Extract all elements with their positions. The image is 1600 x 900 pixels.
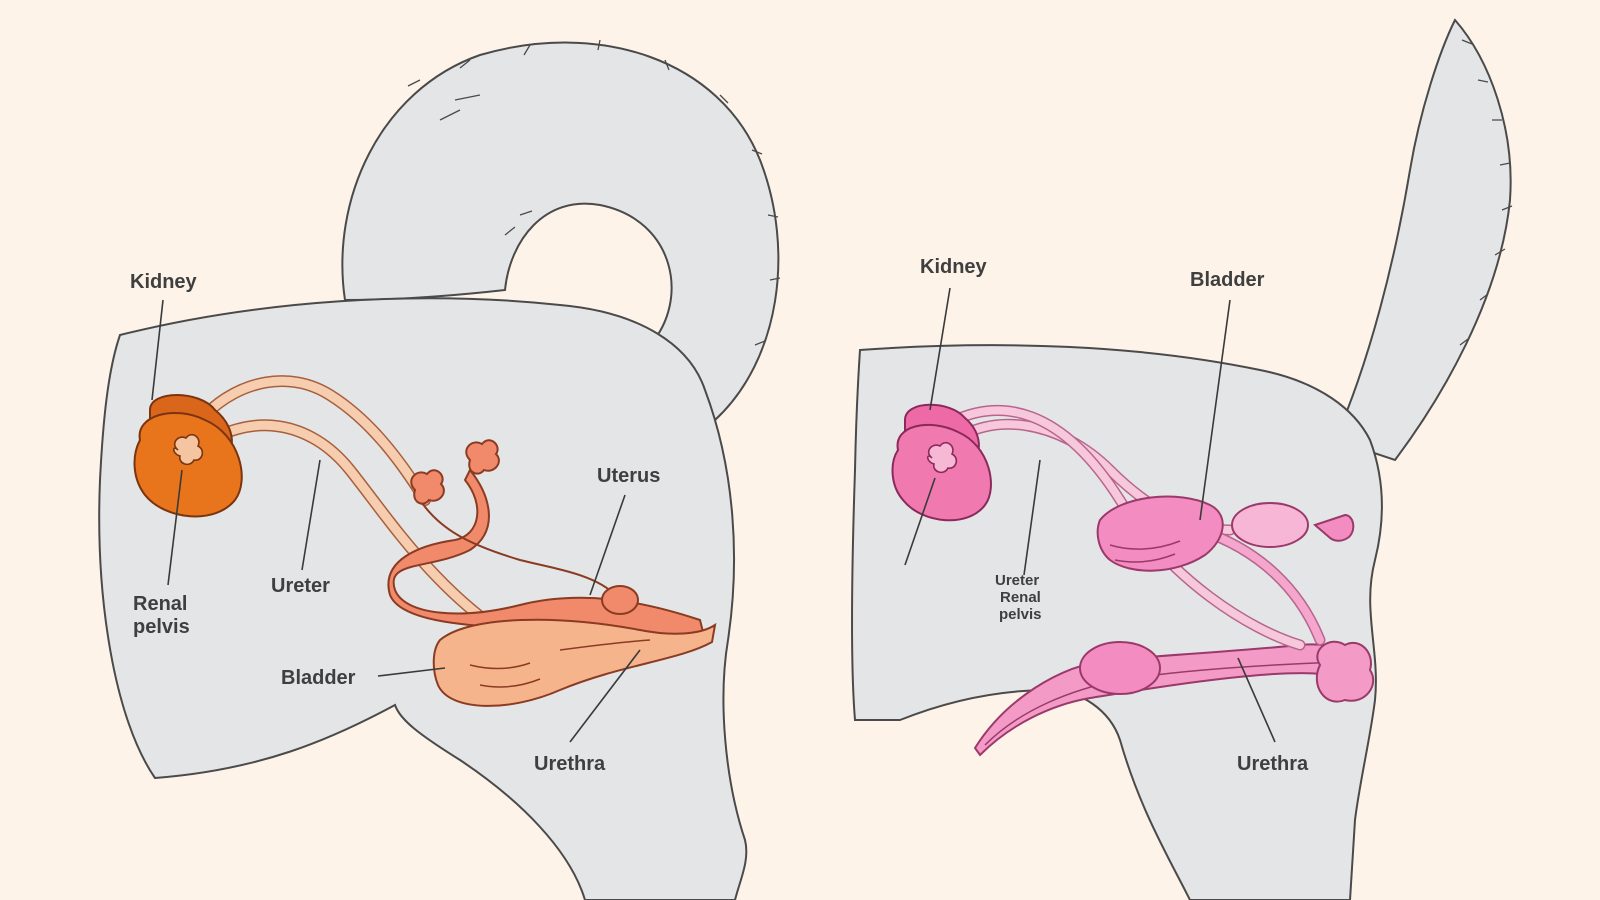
male-ureter-leader	[1023, 459, 1041, 576]
male-renal-pelvis	[926, 441, 958, 474]
male-kidney-leader	[929, 287, 951, 411]
female-bladder-label: Bladder	[281, 667, 356, 689]
male-kidney-label: Kidney	[920, 256, 988, 278]
male-dog: Kidney Bladder Ureter Renal pelvis Ureth…	[850, 18, 1513, 900]
female-renal-pelvis-label-1: Renal	[133, 593, 187, 615]
female-tail	[341, 41, 780, 422]
male-bulb	[1079, 641, 1161, 695]
male-kidney	[891, 403, 992, 522]
female-kidney-label: Kidney	[130, 271, 198, 293]
male-bladder-label: Bladder	[1190, 269, 1265, 291]
male-tail	[1333, 18, 1512, 462]
female-tail-fur	[407, 39, 781, 346]
female-uterus-label: Uterus	[597, 465, 660, 487]
female-renal-pelvis	[172, 433, 204, 466]
female-renal-pelvis-leader	[167, 469, 183, 586]
male-bladder-leader	[1199, 299, 1231, 521]
male-testes	[1315, 640, 1375, 703]
male-ureter-label: Ureter	[995, 572, 1039, 589]
male-urethra-label: Urethra	[1237, 753, 1309, 775]
female-ovary-right	[465, 439, 500, 475]
female-renal-pelvis-label-2: pelvis	[133, 616, 190, 638]
male-urethra-leader	[1237, 657, 1276, 743]
male-renal-pelvis-leader	[904, 477, 936, 566]
female-bladder-leader	[377, 667, 446, 677]
female-kidney-leader	[151, 299, 164, 401]
female-ureter-label: Ureter	[271, 575, 330, 597]
male-anus	[1313, 513, 1355, 542]
male-tail-fur	[1459, 39, 1513, 346]
female-body	[98, 297, 748, 900]
female-ureter-leader	[301, 459, 321, 571]
female-kidney	[133, 394, 243, 518]
female-ovary-left	[410, 469, 445, 505]
male-prostate	[1231, 502, 1309, 548]
male-renal-pelvis-label-2: pelvis	[999, 606, 1042, 623]
female-dog: Kidney Renal pelvis Ureter Uterus Bladde…	[98, 39, 781, 900]
female-urethra-label: Urethra	[534, 753, 606, 775]
female-bladder	[432, 618, 717, 707]
female-uterus-leader	[589, 494, 626, 596]
male-renal-pelvis-label-1: Renal	[1000, 589, 1041, 606]
male-bladder	[1096, 495, 1224, 572]
female-urethra-leader	[569, 649, 641, 743]
